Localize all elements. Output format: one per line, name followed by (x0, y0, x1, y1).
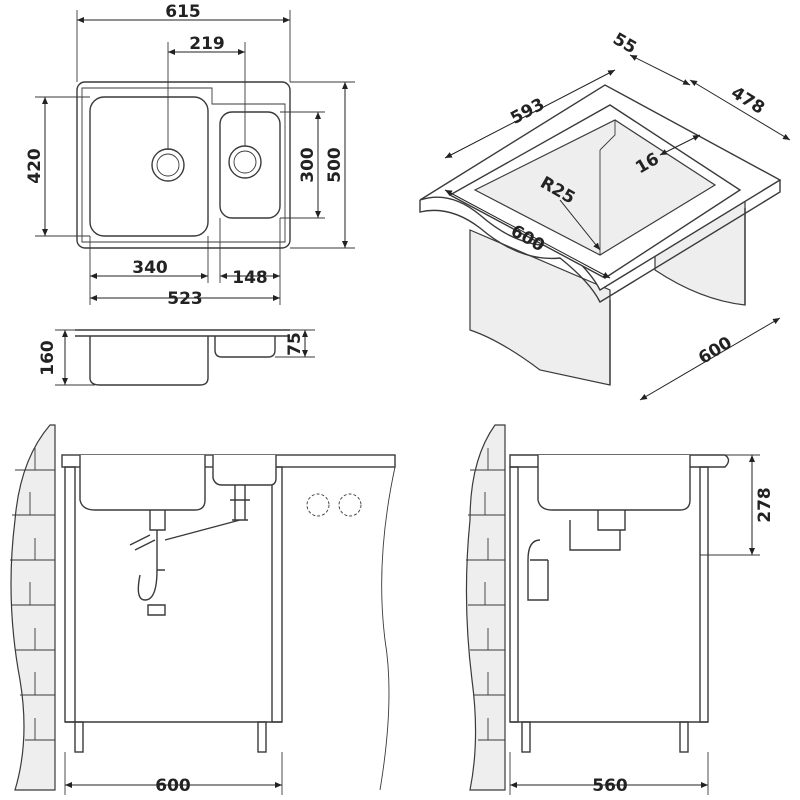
dim-large-bowl-depth: 420 (25, 148, 45, 184)
wall-bricks (10, 424, 56, 791)
dim-section-depth-large: 160 (38, 340, 58, 376)
dim-iso-cabinet-depth: 600 (695, 333, 736, 369)
dim-small-bowl-width: 148 (232, 268, 268, 288)
dim-overall-depth: 500 (325, 147, 345, 183)
dim-front-cabinet-width: 600 (155, 776, 191, 796)
dim-cutout-depth: 478 (727, 83, 768, 119)
sink-outline (76, 81, 291, 249)
iso-view: 593 478 55 16 R25 600 600 (419, 29, 791, 401)
small-bowl (219, 111, 281, 219)
dim-overall-width: 615 (165, 2, 201, 22)
dim-small-bowl-depth: 300 (298, 147, 318, 183)
large-bowl (89, 96, 209, 237)
dim-side-height: 278 (755, 487, 775, 523)
dim-bowls-total-width: 523 (167, 289, 203, 309)
dim-large-bowl-width: 340 (132, 258, 168, 278)
side-view: 278 560 (465, 424, 775, 796)
dim-rim: 55 (609, 29, 640, 58)
dim-side-cabinet-depth: 560 (592, 776, 628, 796)
section-view: 160 75 (38, 329, 315, 386)
dim-section-depth-small: 75 (285, 332, 305, 356)
front-view: 600 (10, 424, 396, 796)
dim-drain-spacing: 219 (189, 34, 225, 54)
plan-view: 615 219 420 300 500 340 148 523 (25, 2, 355, 309)
